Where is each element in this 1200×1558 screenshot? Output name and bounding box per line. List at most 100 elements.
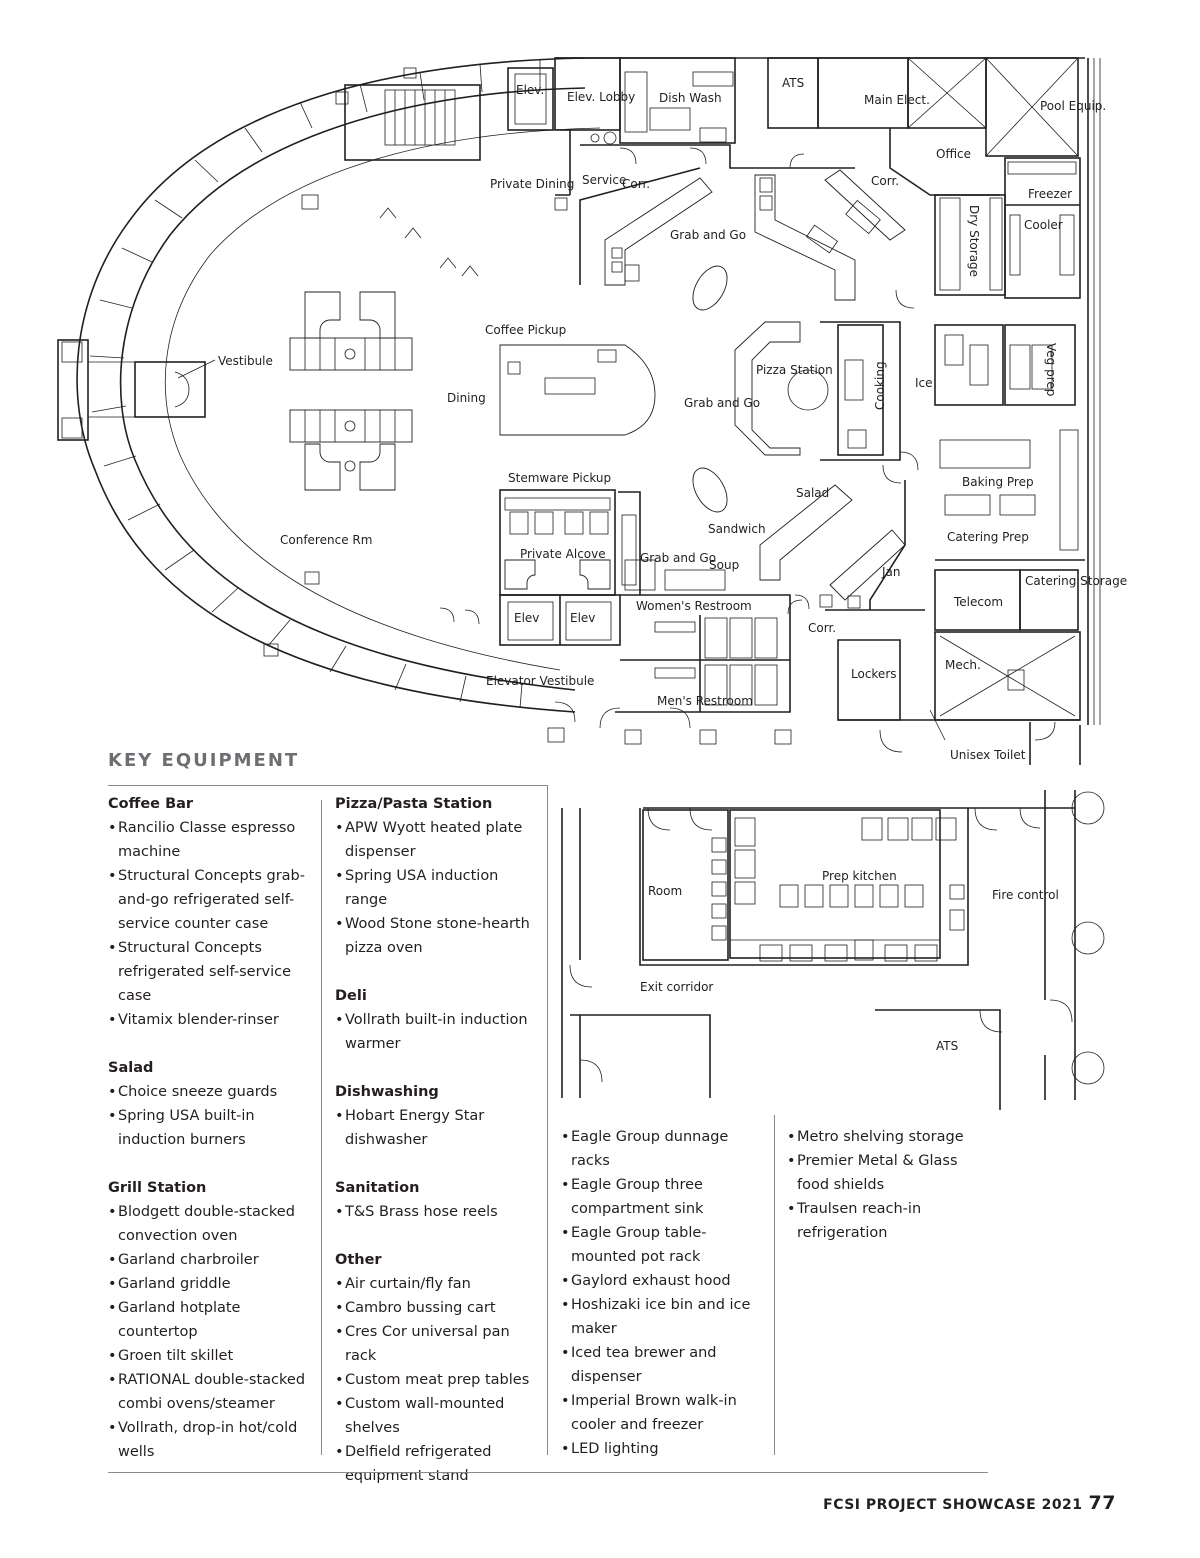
category-heading: Deli	[335, 988, 367, 1004]
section-rule-top	[108, 785, 548, 786]
label-mech: Mech.	[945, 658, 981, 672]
pizza-station	[734, 321, 801, 456]
publication-name: FCSI PROJECT SHOWCASE 2021	[823, 1497, 1083, 1513]
label-cooler: Cooler	[1024, 218, 1063, 232]
equipment-item: RATIONAL double-stacked combi ovens/stea…	[108, 1368, 313, 1416]
label-veg-prep: Veg prep	[1044, 343, 1058, 396]
label-elev-top: Elev.	[516, 83, 544, 97]
label-pizza-station: Pizza Station	[756, 363, 833, 377]
equipment-item: Vitamix blender-rinser	[108, 1008, 313, 1032]
label-corr-2: Corr.	[871, 174, 899, 188]
equipment-item: Imperial Brown walk-in cooler and freeze…	[561, 1389, 766, 1437]
label-catering-storage: Catering Storage	[1025, 574, 1127, 588]
equipment-item: Cres Cor universal pan rack	[335, 1320, 540, 1368]
label-main-elect: Main Elect.	[864, 93, 930, 107]
label-jan: Jan	[881, 565, 901, 579]
label-ats-lower: ATS	[936, 1039, 958, 1053]
equipment-column-3: Eagle Group dunnage racks Eagle Group th…	[561, 1125, 766, 1485]
label-elev-left: Elev	[514, 611, 539, 625]
category-heading: Coffee Bar	[108, 796, 194, 812]
label-grab-and-go-1: Grab and Go	[670, 228, 746, 242]
page-number: 77	[1088, 1492, 1116, 1514]
label-grab-and-go-3: Grab and Go	[640, 551, 716, 565]
equipment-item: Blodgett double-stacked convection oven	[108, 1200, 313, 1248]
label-unisex-toilet: Unisex Toilet	[950, 748, 1026, 762]
label-fire-control: Fire control	[992, 888, 1059, 902]
equipment-item: Choice sneeze guards	[108, 1080, 313, 1104]
equipment-item: Spring USA built-in induction burners	[108, 1104, 313, 1152]
category-heading: Dishwashing	[335, 1084, 439, 1100]
label-prep-kitchen: Prep kitchen	[822, 869, 897, 883]
label-salad: Salad	[796, 486, 829, 500]
equipment-item: Delfield refrigerated equipment stand	[335, 1440, 540, 1488]
label-ats-top: ATS	[782, 76, 804, 90]
key-equipment-title: KEY EQUIPMENT	[108, 750, 300, 771]
label-elevator-vestibule: Elevator Vestibule	[486, 674, 594, 688]
label-dish-wash: Dish Wash	[659, 91, 722, 105]
label-room: Room	[648, 884, 682, 898]
column-divider	[321, 800, 322, 1455]
label-cooking: Cooking	[873, 361, 887, 410]
equipment-item: Metro shelving storage	[787, 1125, 992, 1149]
label-telecom: Telecom	[953, 595, 1003, 609]
label-mens-restroom: Men's Restroom	[657, 694, 753, 708]
label-elev-right: Elev	[570, 611, 595, 625]
label-womens-restroom: Women's Restroom	[636, 599, 752, 613]
equipment-item: Premier Metal & Glass food shields	[787, 1149, 992, 1197]
equipment-item: Eagle Group three compartment sink	[561, 1173, 766, 1221]
section-rule-bottom	[108, 1472, 988, 1473]
equipment-item: Eagle Group table-mounted pot rack	[561, 1221, 766, 1269]
equipment-item: Spring USA induction range	[335, 864, 540, 912]
label-elev-lobby: Elev. Lobby	[567, 90, 635, 104]
label-sandwich: Sandwich	[708, 522, 766, 536]
dining-tables	[289, 291, 413, 491]
equipment-item: Air curtain/fly fan	[335, 1272, 540, 1296]
label-stemware-pickup: Stemware Pickup	[508, 471, 611, 485]
equipment-column-4: Metro shelving storage Premier Metal & G…	[787, 1125, 992, 1269]
label-ice: Ice	[915, 376, 933, 390]
label-dry-storage: Dry Storage	[967, 205, 981, 277]
equipment-item: Vollrath, drop-in hot/cold wells	[108, 1416, 313, 1464]
category-heading: Sanitation	[335, 1180, 420, 1196]
facade-mullions	[89, 60, 541, 709]
equipment-item: Custom meat prep tables	[335, 1368, 540, 1392]
label-corr-3: Corr.	[808, 621, 836, 635]
equipment-item: Wood Stone stone-hearth pizza oven	[335, 912, 540, 960]
label-dining: Dining	[447, 391, 486, 405]
equipment-item: Rancilio Classe espresso machine	[108, 816, 313, 864]
label-private-alcove: Private Alcove	[520, 547, 606, 561]
equipment-item: Custom wall-mounted shelves	[335, 1392, 540, 1440]
category-heading: Other	[335, 1252, 382, 1268]
column-divider	[774, 1115, 775, 1455]
category-heading: Pizza/Pasta Station	[335, 796, 493, 812]
label-baking-prep: Baking Prep	[962, 475, 1034, 489]
category-heading: Salad	[108, 1060, 154, 1076]
equipment-item: Traulsen reach-in refrigeration	[787, 1197, 992, 1245]
label-soup: Soup	[709, 558, 739, 572]
equipment-item: Garland charbroiler	[108, 1248, 313, 1272]
equipment-item: Eagle Group dunnage racks	[561, 1125, 766, 1173]
equipment-item: Iced tea brewer and dispenser	[561, 1341, 766, 1389]
page-footer: FCSI PROJECT SHOWCASE 2021 77	[823, 1492, 1116, 1514]
equipment-item: APW Wyott heated plate dispenser	[335, 816, 540, 864]
label-conference-rm: Conference Rm	[280, 533, 372, 547]
label-catering-prep: Catering Prep	[947, 530, 1029, 544]
equipment-item: T&S Brass hose reels	[335, 1200, 540, 1224]
label-office: Office	[936, 147, 971, 161]
equipment-item: Hoshizaki ice bin and ice maker	[561, 1293, 766, 1341]
label-service: Service	[582, 173, 626, 187]
label-freezer: Freezer	[1028, 187, 1072, 201]
equipment-item: Structural Concepts grab-and-go refriger…	[108, 864, 313, 936]
equipment-item: Garland hotplate countertop	[108, 1296, 313, 1344]
equipment-item: LED lighting	[561, 1437, 766, 1461]
label-corr-1: Corr.	[622, 177, 650, 191]
label-coffee-pickup: Coffee Pickup	[485, 323, 566, 337]
equipment-item: Gaylord exhaust hood	[561, 1269, 766, 1293]
label-private-dining: Private Dining	[490, 177, 574, 191]
equipment-item: Groen tilt skillet	[108, 1344, 313, 1368]
label-lockers: Lockers	[851, 667, 897, 681]
column-divider	[547, 785, 548, 1455]
equipment-item: Garland griddle	[108, 1272, 313, 1296]
equipment-column-2: Pizza/Pasta Station APW Wyott heated pla…	[335, 792, 540, 1512]
equipment-item: Hobart Energy Star dishwasher	[335, 1104, 540, 1152]
